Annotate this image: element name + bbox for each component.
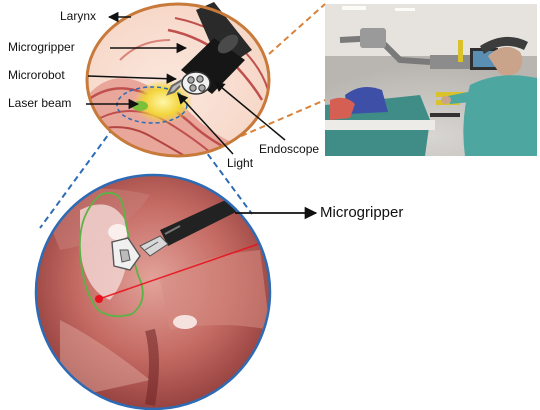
laser-beam-label: Laser beam	[8, 96, 71, 110]
microrobot-label: Microrobot	[8, 68, 65, 82]
larynx-illustration	[87, 2, 269, 170]
endoscopic-zoom-view	[36, 175, 272, 409]
endoscope-label: Endoscope	[259, 142, 319, 156]
operating-room-photo	[325, 4, 537, 156]
larynx-label: Larynx	[60, 9, 96, 23]
microgripper-label: Microgripper	[8, 40, 75, 54]
light-label: Light	[227, 156, 253, 170]
microgripper-zoom-label: Microgripper	[320, 204, 403, 221]
